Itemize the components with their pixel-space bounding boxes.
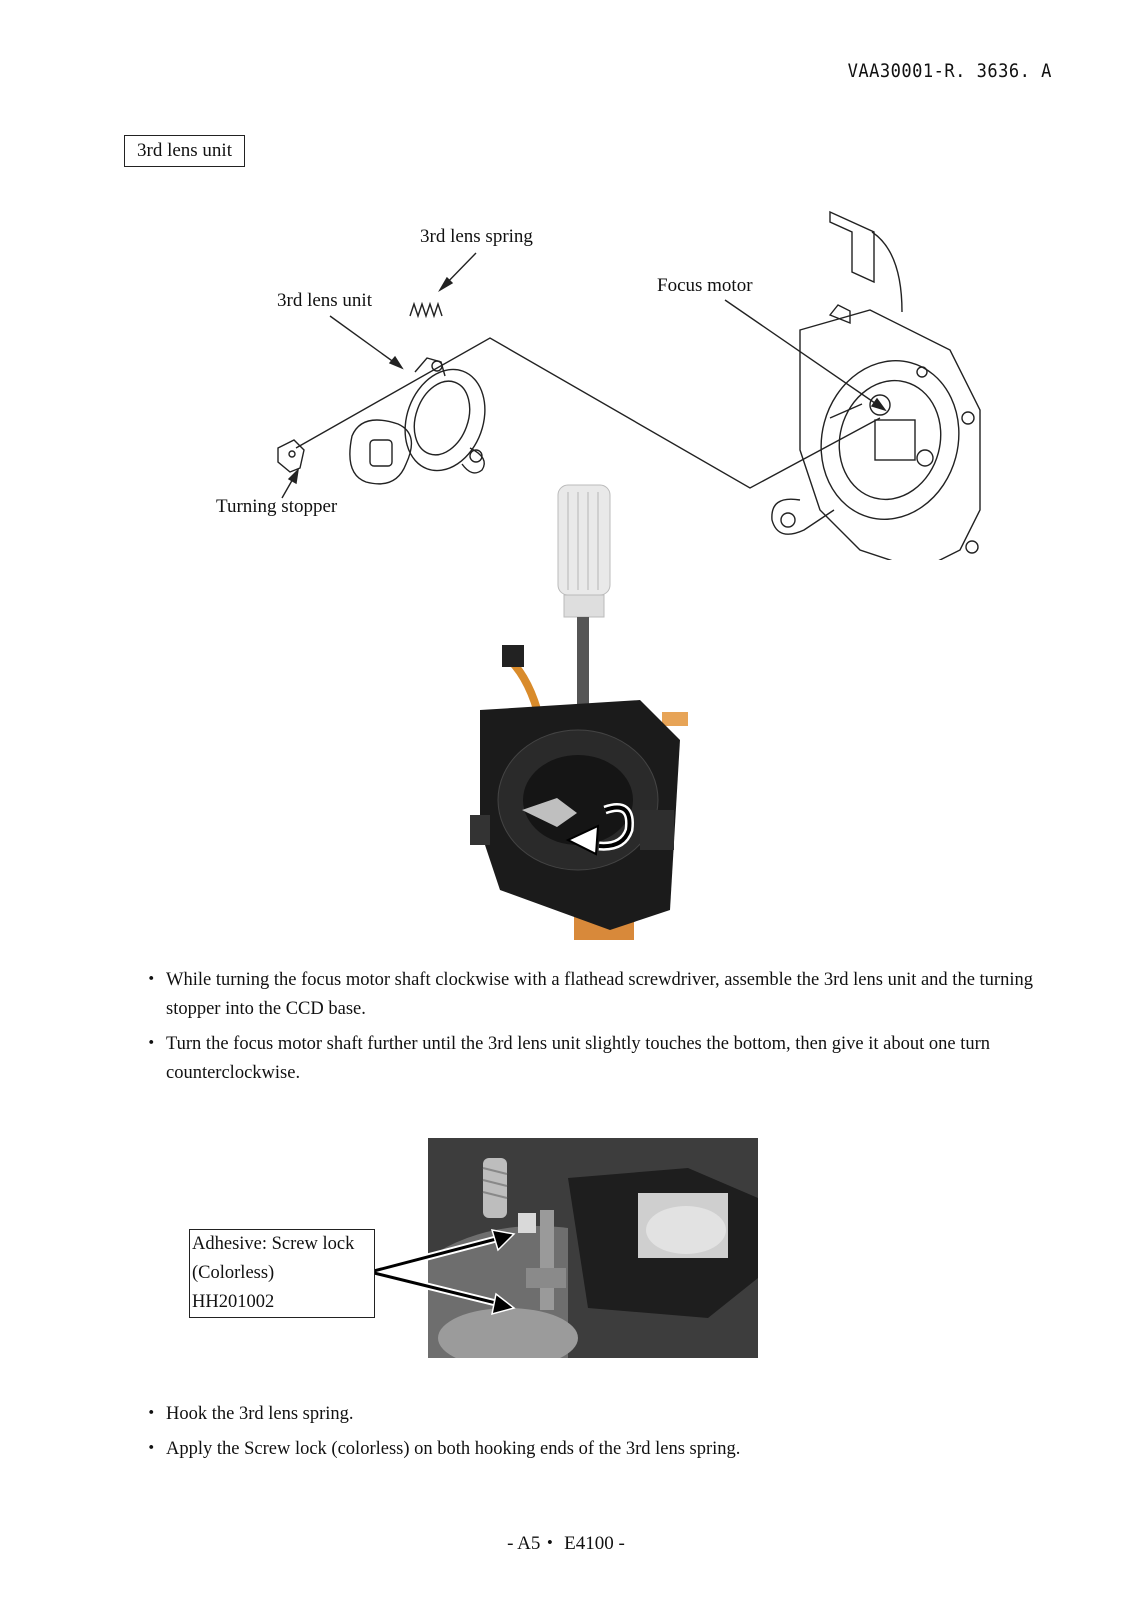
label-3rd-lens-unit: 3rd lens unit — [277, 290, 372, 311]
photo-spring-hook — [428, 1138, 758, 1358]
photo-screwdriver-ccd-base — [470, 484, 688, 940]
adhesive-part-number: HH201002 — [192, 1292, 275, 1312]
adhesive-color: (Colorless) — [192, 1263, 275, 1283]
instruction-item: Turn the focus motor shaft further until… — [142, 1030, 1080, 1088]
instructions-block-1: While turning the focus motor shaft cloc… — [142, 966, 1080, 1094]
label-focus-motor: Focus motor — [657, 275, 753, 296]
document-code: VAA30001-R. 3636. A — [847, 60, 1052, 82]
page-footer: - A5・ E4100 - — [507, 1533, 625, 1554]
instructions-block-2: Hook the 3rd lens spring. Apply the Scre… — [142, 1400, 1080, 1470]
adhesive-arrows — [369, 1229, 516, 1316]
adhesive-callout: Adhesive: Screw lock (Colorless) HH20100… — [189, 1229, 375, 1318]
instruction-item: While turning the focus motor shaft cloc… — [142, 966, 1080, 1024]
instruction-item: Apply the Screw lock (colorless) on both… — [142, 1435, 1080, 1464]
instruction-item: Hook the 3rd lens spring. — [142, 1400, 1080, 1429]
label-turning-stopper: Turning stopper — [216, 496, 338, 517]
section-title: 3rd lens unit — [124, 135, 245, 167]
adhesive-name: Adhesive: Screw lock — [192, 1234, 355, 1254]
label-3rd-lens-spring: 3rd lens spring — [420, 226, 533, 247]
exploded-diagram — [277, 210, 981, 560]
